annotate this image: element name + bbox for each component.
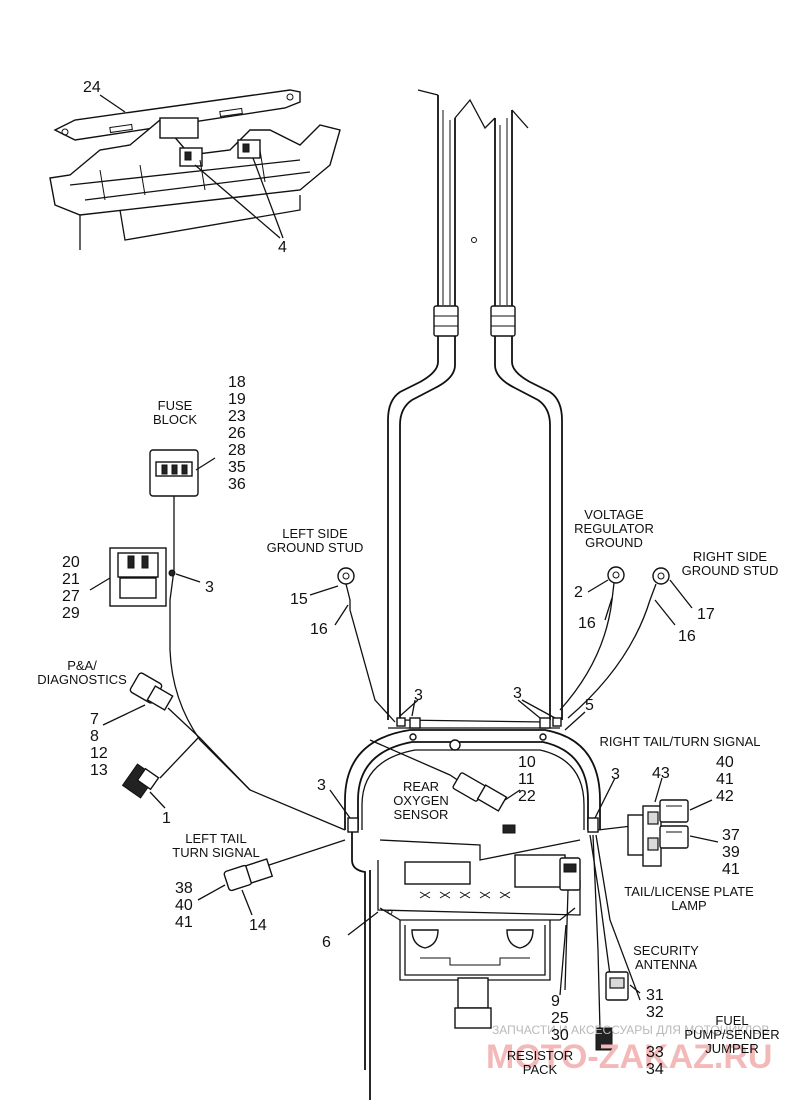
callout-16-vr: 16	[578, 615, 596, 632]
watermark: ЗАПЧАСТИ И АКСЕССУАРЫ ДЛЯ МОТОЦИКЛОВ MOT…	[486, 1023, 772, 1076]
watermark-line2: MOTO-ZAKAZ.RU	[486, 1038, 772, 1076]
callout-4: 4	[278, 239, 287, 256]
callout-3-right: 3	[611, 766, 620, 783]
fuse-block	[149, 449, 346, 831]
callout-24: 24	[83, 79, 101, 96]
callout-17: 17	[697, 606, 715, 623]
callout-16-left: 16	[310, 621, 328, 638]
pa-diagnostics-label: P&A/DIAGNOSTICS	[37, 658, 127, 687]
right-ground-studs	[559, 566, 693, 719]
callout-6: 6	[322, 934, 331, 951]
callout-5: 5	[585, 697, 594, 714]
callout-43: 43	[652, 765, 670, 782]
rear-fender-assembly	[344, 719, 601, 1100]
callout-1: 1	[162, 810, 171, 827]
left-tail-connector	[197, 839, 346, 916]
callout-3-top-left: 3	[414, 687, 423, 704]
callout-16-right: 16	[678, 628, 696, 645]
callout-3-relay: 3	[205, 579, 214, 596]
callout-3-top-right: 3	[513, 685, 522, 702]
right-tail-turn-signal-label: RIGHT TAIL/TURN SIGNAL	[599, 734, 760, 749]
rear-oxygen-sensor	[369, 739, 521, 812]
left-ground-stud	[309, 567, 396, 723]
lower-harness	[347, 834, 641, 1051]
callout-15: 15	[290, 591, 308, 608]
relay-module	[89, 547, 201, 607]
callout-3-left: 3	[317, 777, 326, 794]
callout-14: 14	[249, 917, 267, 934]
frame-upper-rails	[387, 89, 563, 720]
bracket-assembly-24	[49, 89, 341, 250]
right-tail-connectors	[597, 777, 719, 867]
callout-2: 2	[574, 584, 583, 601]
diagnostics-connectors	[102, 672, 251, 799]
watermark-line1: ЗАПЧАСТИ И АКСЕССУАРЫ ДЛЯ МОТОЦИКЛОВ	[492, 1023, 769, 1037]
harness-clips	[329, 699, 616, 833]
